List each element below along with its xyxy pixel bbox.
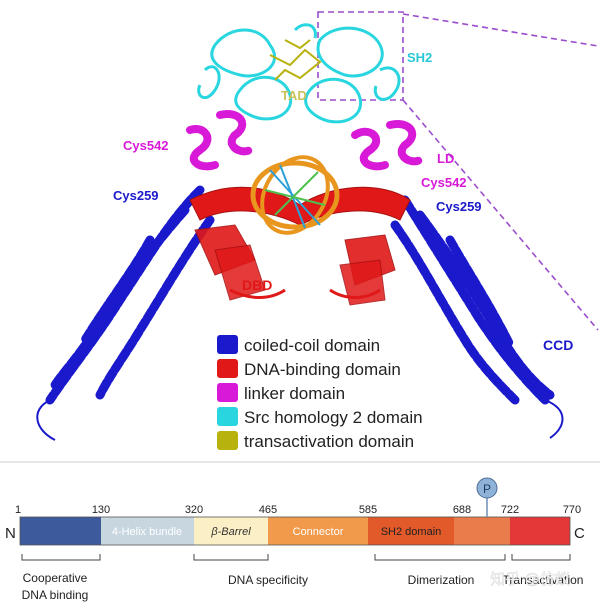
legend-swatch-sh2 [217, 407, 238, 426]
zoom-line-bottom [402, 99, 599, 331]
segment-4-helix-bundle [101, 517, 194, 545]
label-cys259-right: Cys259 [436, 199, 482, 214]
position-320: 320 [185, 504, 203, 516]
annotation-brackets [21, 554, 571, 561]
label-ld: LD [437, 151, 454, 166]
segment-linker-tail [454, 517, 510, 545]
dna-binding-domain [189, 186, 411, 306]
label-dbd: DBD [242, 277, 272, 293]
coiled-coil-left-loop [36, 399, 56, 441]
c-terminus-label: C [574, 525, 585, 542]
position-770: 770 [563, 504, 581, 516]
protein-structure: SH2 TAD Cys542 LD Cys542 Cys259 Cys259 D… [36, 11, 599, 441]
watermark: 知乎 @仿蚁 [490, 571, 569, 588]
sh2-domain [197, 23, 401, 124]
annotation-dimerization: Dimerization [408, 573, 475, 587]
position-130: 130 [92, 504, 110, 516]
annotation-dna-specificity: DNA specificity [228, 573, 308, 587]
legend-swatch-linker [217, 383, 238, 402]
legend-swatch-coiled-coil [217, 335, 238, 354]
zoom-line-top [402, 13, 599, 47]
bracket-dna-specificity [193, 554, 269, 561]
label-cys542-left: Cys542 [123, 138, 169, 153]
legend-label-coiled-coil: coiled-coil domain [244, 336, 380, 355]
phospho-site-icon [476, 477, 498, 499]
segment-label-beta-barrel: β-Barrel [210, 526, 251, 538]
segment-beta-barrel [194, 517, 268, 545]
bracket-transactivation [511, 554, 571, 561]
domain-bar: N C 4-Helix bundle β-Barrel Connector SH… [5, 477, 585, 602]
segment-n-terminal [20, 517, 101, 545]
segment-label-sh2-domain: SH2 domain [381, 526, 442, 538]
position-1: 1 [15, 504, 21, 516]
phospho-label: P [483, 482, 491, 496]
legend-label-tad: transactivation domain [244, 432, 414, 451]
annotation-transactivation: Transactivation [503, 573, 584, 587]
position-465: 465 [259, 504, 277, 516]
dna-helix [250, 155, 340, 235]
legend-label-linker: linker domain [244, 384, 345, 403]
segment-connector [268, 517, 368, 545]
legend-swatch-tad [217, 431, 238, 450]
segment-label-4-helix-bundle: 4-Helix bundle [112, 526, 182, 538]
domain-bar-outline [19, 516, 571, 546]
label-cys259-left: Cys259 [113, 188, 159, 203]
transactivation-domain [269, 39, 322, 81]
segment-transactivation [510, 517, 570, 545]
linker-domain [186, 110, 424, 171]
label-cys542-right: Cys542 [421, 175, 467, 190]
zoom-box [317, 11, 404, 101]
bracket-dimerization [374, 554, 506, 561]
annotation-dna-binding: DNA binding [22, 588, 89, 602]
coiled-coil-right [390, 195, 555, 405]
legend-label-sh2: Src homology 2 domain [244, 408, 423, 427]
label-sh2: SH2 [407, 50, 432, 65]
position-688: 688 [453, 504, 471, 516]
annotation-cooperative: Cooperative [23, 571, 88, 585]
bracket-cooperative [21, 554, 101, 561]
coiled-coil-left [45, 185, 215, 405]
coiled-coil-right-loop [544, 399, 564, 439]
position-722: 722 [501, 504, 519, 516]
segment-label-connector: Connector [293, 526, 344, 538]
segment-sh2-domain [368, 517, 454, 545]
legend: coiled-coil domain DNA-binding domain li… [217, 335, 423, 451]
legend-label-dna-binding: DNA-binding domain [244, 360, 401, 379]
label-tad: TAD [281, 88, 307, 103]
position-585: 585 [359, 504, 377, 516]
label-ccd: CCD [543, 337, 573, 353]
legend-swatch-dna-binding [217, 359, 238, 378]
n-terminus-label: N [5, 525, 16, 542]
